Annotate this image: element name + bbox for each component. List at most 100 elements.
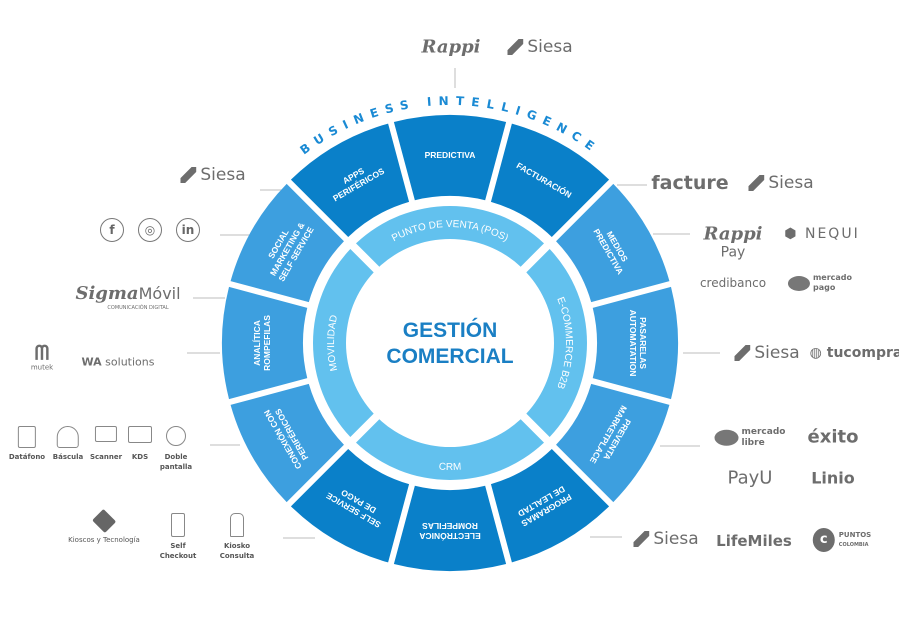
- device-label: Báscula: [52, 453, 84, 461]
- outer-segment-label: PREDICTIVA: [425, 150, 476, 160]
- puntos-text: PUNTOS: [838, 531, 872, 540]
- mutek-mark-icon: ᗰ: [34, 340, 50, 365]
- outer-segment[interactable]: [393, 485, 507, 572]
- inner-segment[interactable]: [526, 248, 587, 438]
- device-datafono: Datáfono: [9, 426, 45, 462]
- siesa-logo: Siesa: [633, 529, 699, 549]
- libre-text: libre: [741, 438, 765, 448]
- outer-segment[interactable]: [290, 449, 410, 563]
- wa-solutions-logo: WA solutions: [82, 356, 155, 369]
- social-icons: f ◎ in: [100, 218, 200, 242]
- outer-segment[interactable]: [556, 383, 670, 503]
- tucompra-logo: ◍ tucompra: [810, 345, 899, 361]
- device-label: Kiosko Consulta: [219, 542, 255, 560]
- puntos-mark-icon: c: [812, 528, 835, 552]
- sigma-movil-logo: SigmaMóvil COMUNICACIÓN DIGITAL: [75, 283, 180, 311]
- outer-segment[interactable]: [230, 383, 344, 503]
- outer-ring: PASARELASAUTOMATATIONPREVENTAMARKETPLACE…: [222, 115, 678, 572]
- device-label: Scanner: [89, 453, 123, 461]
- inner-segment[interactable]: [313, 248, 374, 438]
- device-label: KDS: [131, 453, 149, 461]
- center-title-line2: COMERCIAL: [386, 345, 513, 368]
- credibanco-logo: credibanco: [699, 276, 767, 290]
- mercado-text: mercado: [812, 273, 853, 282]
- siesa-mark-icon: [180, 167, 197, 183]
- siesa-mark-icon: [633, 531, 650, 547]
- device-doble-pantalla: Doble pantalla: [158, 426, 194, 472]
- outer-segment[interactable]: [592, 286, 678, 400]
- outer-segment[interactable]: [393, 115, 507, 201]
- rappi-logo: Rappi: [421, 36, 481, 58]
- outer-segment[interactable]: [490, 123, 610, 237]
- self-checkout-icon: [171, 513, 185, 537]
- scale-icon: [56, 426, 79, 448]
- inner-segment-label-text: CRM: [438, 462, 461, 473]
- siesa-mark-icon: [734, 345, 751, 361]
- nequi-text: NEQUI: [804, 226, 860, 242]
- device-label: Self Checkout: [159, 542, 197, 560]
- outer-segment-label: PASARELASAUTOMATATION: [628, 310, 648, 377]
- outer-segment[interactable]: [222, 286, 308, 400]
- outer-segment[interactable]: [230, 183, 344, 303]
- device-bascula: Báscula: [53, 426, 83, 462]
- segment-label-line: ROMPEFILAS: [262, 315, 272, 371]
- handshake-icon: [714, 430, 739, 446]
- solutions-text: solutions: [105, 355, 155, 369]
- segment-label-line: ANALÍTICA: [252, 320, 262, 366]
- outer-segment-label: ANALÍTICAROMPEFILAS: [252, 315, 272, 371]
- device-kds: KDS: [128, 426, 152, 462]
- sigma-tagline: COMUNICACIÓN DIGITAL: [107, 304, 169, 311]
- lifemiles-logo: LifeMiles: [716, 532, 792, 550]
- nequi-logo: ⬢ NEQUI: [784, 226, 860, 242]
- kiosko-consulta: Kiosko Consulta: [217, 513, 257, 561]
- siesa-text: Siesa: [200, 165, 246, 185]
- device-label: Datáfono: [8, 453, 46, 461]
- movil-text: Móvil: [138, 284, 181, 304]
- outer-segment[interactable]: [490, 449, 610, 563]
- handshake-icon: [787, 275, 810, 291]
- colombia-text: COLOMBIA: [838, 542, 869, 548]
- mutek-logo: ᗰ mutek: [31, 342, 53, 373]
- inner-segment-label: MOVILIDAD: [326, 314, 340, 372]
- siesa-text: Siesa: [653, 529, 699, 549]
- siesa-logo: Siesa: [507, 37, 573, 57]
- inner-segment[interactable]: [355, 206, 545, 267]
- segment-label-line: PREDICTIVA: [425, 150, 476, 160]
- center-title-line1: GESTIÓN: [403, 318, 498, 342]
- mercado-text: mercado: [741, 426, 786, 437]
- facebook-icon: f: [100, 218, 124, 242]
- rappi-text: Rappi: [703, 223, 763, 245]
- self-checkout: Self Checkout: [158, 513, 198, 561]
- inner-segment[interactable]: [355, 419, 545, 480]
- tucompra-text: tucompra: [826, 345, 899, 361]
- device-label: Doble pantalla: [159, 453, 193, 471]
- connector-lines: [187, 68, 720, 539]
- siesa-text: Siesa: [768, 173, 814, 193]
- wa-text: WA: [81, 355, 102, 369]
- kiosk-icon: [230, 513, 244, 537]
- siesa-text: Siesa: [754, 343, 800, 363]
- pago-text: pago: [812, 283, 836, 292]
- outer-segment[interactable]: [290, 123, 410, 237]
- outer-segment[interactable]: [556, 183, 670, 303]
- siesa-mark-icon: [748, 175, 765, 191]
- siesa-mark-icon: [507, 39, 524, 55]
- exito-logo: éxito: [807, 426, 859, 448]
- pay-text: Pay: [720, 244, 746, 261]
- siesa-logo: Siesa: [748, 173, 814, 193]
- outer-segment-label: ELECTRÓNICAROMPEFILAS: [419, 521, 480, 542]
- siesa-text: Siesa: [527, 37, 573, 57]
- mutek-text: mutek: [30, 363, 54, 372]
- dual-screen-icon: [166, 426, 186, 446]
- linio-logo: Linio: [811, 468, 855, 488]
- monitor-icon: [128, 426, 152, 443]
- instagram-icon: ◎: [138, 218, 162, 242]
- payu-logo: PayU: [727, 467, 773, 489]
- segment-label-line: ELECTRÓNICA: [419, 531, 480, 542]
- segment-label-line: ROMPEFILAS: [422, 521, 478, 531]
- facture-logo: facture: [651, 172, 729, 194]
- siesa-logo: Siesa: [734, 343, 800, 363]
